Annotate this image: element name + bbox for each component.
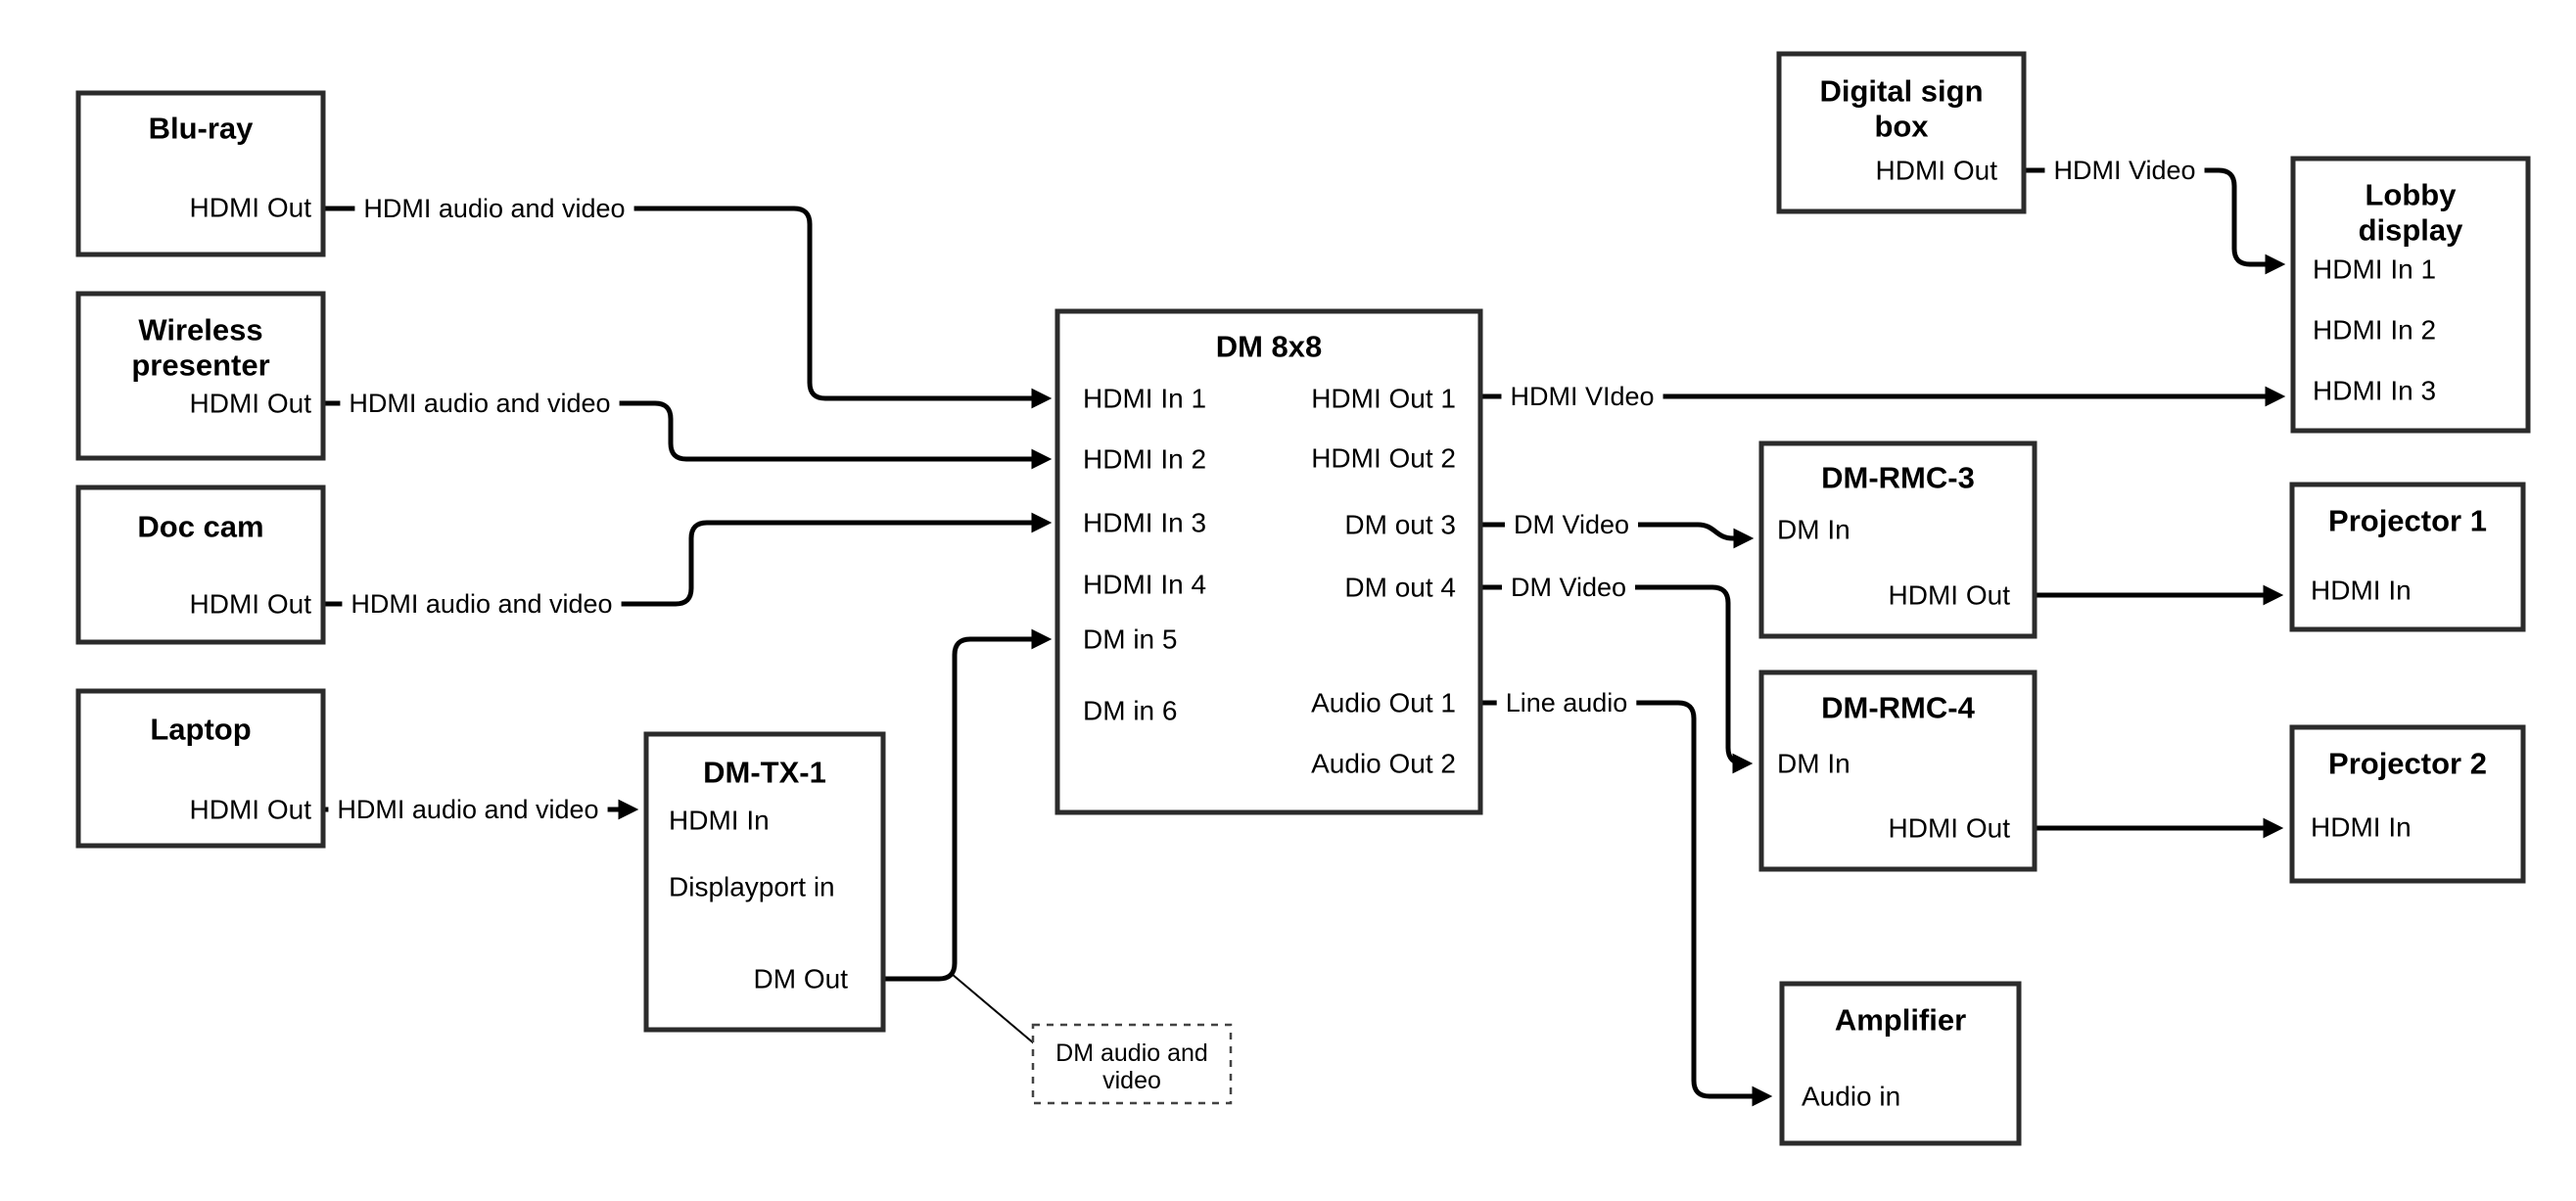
wireless-presenter-box [75, 291, 326, 461]
blu-ray-player-title: Blu-ray [149, 112, 255, 146]
dm-8x8-switcher-box [1054, 308, 1483, 815]
wireless-to-dm8x8-hdmi-in-2 [323, 400, 1053, 470]
wireless-presenter-port-hdmi-out: HDMI Out [190, 389, 312, 419]
dm8x8-dm-out-4-to-dmrmc4-dm-in-label: DM Video [1511, 573, 1626, 602]
projector-1-port-hdmi-in: HDMI In [2311, 576, 2412, 606]
doccam-to-dm8x8-hdmi-in-3-label: HDMI audio and video [351, 589, 612, 619]
dm-tx-1-port-displayport-in: Displayport in [669, 872, 835, 902]
wireless-presenter-title: presenter [131, 348, 269, 383]
wireless-to-dm8x8-hdmi-in-2-label: HDMI audio and video [349, 389, 610, 418]
amplifier-port-audio-in: Audio in [1802, 1082, 1900, 1112]
lobby-display-title: Lobby [2365, 178, 2458, 212]
dm-8x8-switcher-port-dm-out-3: DM out 3 [1344, 510, 1456, 540]
digital-sign-box-title: Digital sign [1819, 74, 1983, 109]
doccam-to-dm8x8-hdmi-in-3-label-bg [342, 587, 622, 621]
projector-2-title: Projector 2 [2328, 747, 2487, 781]
projector-2-box [2289, 724, 2526, 884]
dm-audio-video-callout-text: video [1102, 1067, 1161, 1094]
wireless-presenter-title: Wireless [138, 313, 262, 347]
dm8x8-hdmi-out-1-to-lobby-hdmi-in-3-label: HDMI VIdeo [1510, 382, 1654, 411]
dm-audio-video-callout-text: DM audio and [1055, 1039, 1208, 1067]
dm8x8-dm-out-3-to-dmrmc3-dm-in-label-bg [1504, 508, 1639, 541]
wireless-to-dm8x8-hdmi-in-2-label-bg [340, 387, 620, 420]
digital-sign-to-lobby-hdmi-in-1 [2024, 167, 2286, 275]
dm8x8-dm-out-4-to-dmrmc4-dm-in-label-bg [1501, 571, 1636, 604]
dm8x8-hdmi-out-1-to-lobby-hdmi-in-3-label-bg [1501, 380, 1663, 413]
amplifier-box [1779, 981, 2022, 1146]
laptop-port-hdmi-out: HDMI Out [190, 795, 312, 825]
dm-8x8-switcher-port-dm-in-6: DM in 6 [1083, 696, 1177, 726]
dm-8x8-switcher-port-dm-in-5: DM in 5 [1083, 624, 1177, 655]
projector-1-box [2289, 482, 2526, 632]
dm-rmc-3-port-hdmi-out: HDMI Out [1889, 580, 2011, 611]
dm-8x8-switcher-port-audio-out-1: Audio Out 1 [1311, 688, 1456, 718]
dm-audio-video-callout-leader-line [951, 973, 1035, 1044]
dm-rmc-4-box [1758, 670, 2037, 872]
amplifier-title: Amplifier [1835, 1003, 1966, 1038]
bluray-to-dm8x8-hdmi-in-1-label-bg [354, 192, 634, 225]
dm-rmc-3-box [1758, 440, 2037, 639]
bluray-to-dm8x8-hdmi-in-1 [323, 206, 1053, 409]
bluray-to-dm8x8-hdmi-in-1-label: HDMI audio and video [363, 194, 625, 223]
dm8x8-audio-out-1-to-amplifier-audio-in [1481, 700, 1773, 1107]
dm8x8-dm-out-3-to-dmrmc3-dm-in-label: DM Video [1514, 510, 1629, 539]
projector-2-port-hdmi-in: HDMI In [2311, 812, 2412, 843]
digital-sign-to-lobby-hdmi-in-1-label: HDMI Video [2053, 156, 2195, 185]
dm-rmc-3-title: DM-RMC-3 [1821, 461, 1975, 495]
dm-8x8-switcher-port-hdmi-in-4: HDMI In 4 [1083, 570, 1206, 600]
lobby-display-port-hdmi-in-2: HDMI In 2 [2313, 315, 2436, 346]
projector-1-title: Projector 1 [2328, 504, 2487, 538]
lobby-display-title: display [2359, 213, 2464, 248]
digital-sign-to-lobby-hdmi-in-1-label-bg [2044, 154, 2205, 187]
digital-sign-box-title: box [1874, 110, 1929, 144]
dm-8x8-switcher-port-hdmi-out-1: HDMI Out 1 [1311, 384, 1456, 414]
dm8x8-audio-out-1-to-amplifier-audio-in-label-bg [1496, 686, 1637, 719]
dm8x8-dm-out-4-to-dmrmc4-dm-in [1481, 584, 1754, 774]
dm-8x8-switcher-port-audio-out-2: Audio Out 2 [1311, 749, 1456, 779]
laptop-box [75, 688, 326, 849]
dm-rmc-4-port-hdmi-out: HDMI Out [1889, 813, 2011, 844]
lobby-display-port-hdmi-in-3: HDMI In 3 [2313, 376, 2436, 406]
dm-tx-1-port-dm-out: DM Out [754, 964, 849, 994]
doc-cam-title: Doc cam [137, 510, 263, 544]
dm-8x8-switcher-port-hdmi-out-2: HDMI Out 2 [1311, 443, 1456, 474]
lobby-display-box [2290, 156, 2531, 434]
laptop-title: Laptop [150, 713, 251, 747]
dm-8x8-switcher-port-hdmi-in-2: HDMI In 2 [1083, 444, 1206, 475]
dm-rmc-4-port-dm-in: DM In [1777, 749, 1850, 779]
blu-ray-player-box [75, 90, 326, 257]
dm-tx-1-title: DM-TX-1 [703, 756, 826, 790]
dm-rmc-3-port-dm-in: DM In [1777, 515, 1850, 545]
dm-audio-video-callout-box [1031, 1023, 1233, 1105]
laptop-to-dmtx1-hdmi-in-label: HDMI audio and video [337, 795, 598, 824]
blu-ray-player-port-hdmi-out: HDMI Out [190, 193, 312, 223]
dm8x8-audio-out-1-to-amplifier-audio-in-label: Line audio [1506, 688, 1628, 717]
dm-8x8-switcher-port-hdmi-in-3: HDMI In 3 [1083, 508, 1206, 538]
dm-tx-1-port-hdmi-in: HDMI In [669, 806, 770, 836]
doccam-to-dm8x8-hdmi-in-3 [323, 512, 1053, 607]
lobby-display-port-hdmi-in-1: HDMI In 1 [2313, 254, 2436, 285]
dm-8x8-switcher-port-dm-out-4: DM out 4 [1344, 573, 1456, 603]
dm8x8-dm-out-3-to-dmrmc3-dm-in [1481, 522, 1755, 549]
doc-cam-port-hdmi-out: HDMI Out [190, 589, 312, 620]
digital-sign-box-port-hdmi-out: HDMI Out [1876, 156, 1998, 186]
doc-cam-box [75, 485, 326, 645]
dm-8x8-switcher-port-hdmi-in-1: HDMI In 1 [1083, 384, 1206, 414]
dm-tx-1-box [643, 731, 886, 1033]
dmtx1-dmout-to-dm8x8-dm-in-5 [883, 628, 1053, 982]
dm-8x8-switcher-title: DM 8x8 [1216, 330, 1323, 364]
digital-sign-box-box [1776, 51, 2027, 214]
dm-rmc-4-title: DM-RMC-4 [1821, 691, 1975, 725]
laptop-to-dmtx1-hdmi-in-label-bg [328, 793, 608, 826]
